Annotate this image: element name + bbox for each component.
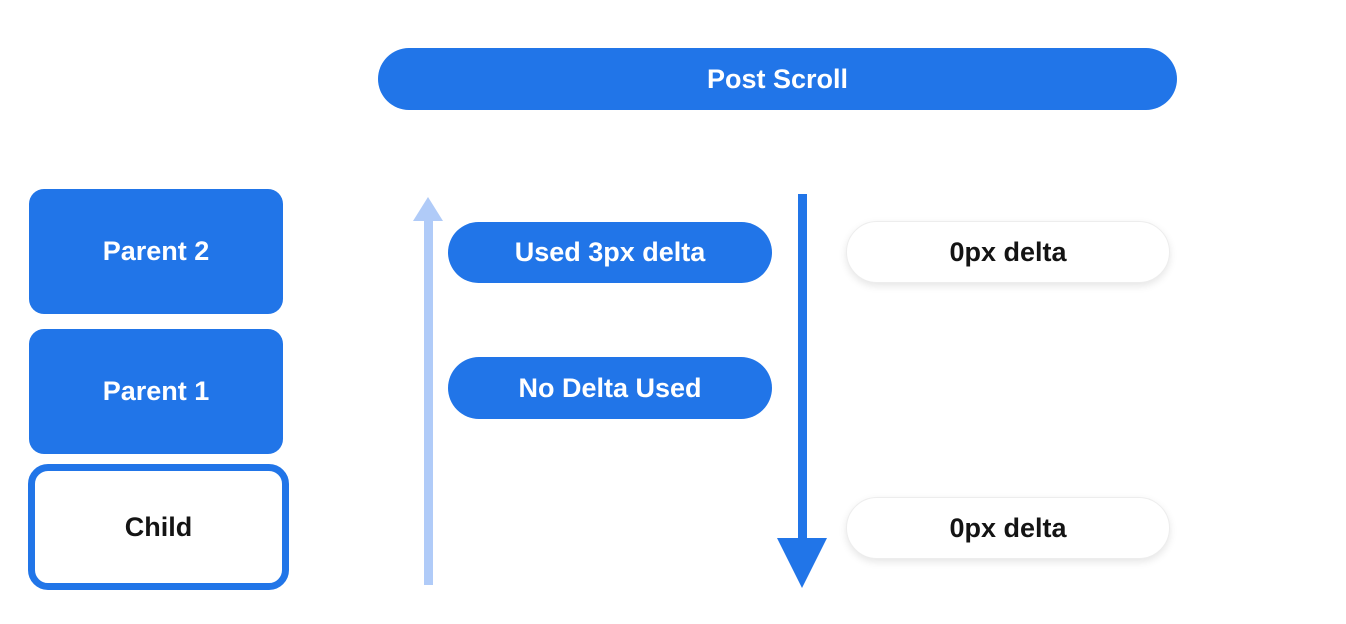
parent2-box: Parent 2 [29,189,283,314]
arrow-up-shaft [423,219,433,585]
post-scroll-header-pill: Post Scroll [378,48,1177,110]
arrow-down-shaft [797,194,807,540]
arrow-up-icon [413,197,443,585]
used-delta-label: Used 3px delta [514,237,706,267]
parent1-label: Parent 1 [102,376,210,406]
child-box: Child [28,464,289,590]
arrow-down-head [777,538,827,588]
zero-delta-top-pill: 0px delta [846,221,1170,283]
zero-delta-bottom-label: 0px delta [949,512,1067,543]
zero-delta-top-label: 0px delta [949,236,1067,267]
post-scroll-label: Post Scroll [706,63,849,94]
arrow-down-icon [777,194,827,588]
zero-delta-bottom-pill: 0px delta [846,497,1170,559]
no-delta-pill: No Delta Used [448,357,772,419]
arrow-up-head [413,197,443,221]
child-label: Child [124,511,193,542]
used-delta-pill: Used 3px delta [448,222,772,283]
parent2-label: Parent 2 [102,236,210,266]
parent1-box: Parent 1 [29,329,283,454]
no-delta-label: No Delta Used [518,372,702,403]
